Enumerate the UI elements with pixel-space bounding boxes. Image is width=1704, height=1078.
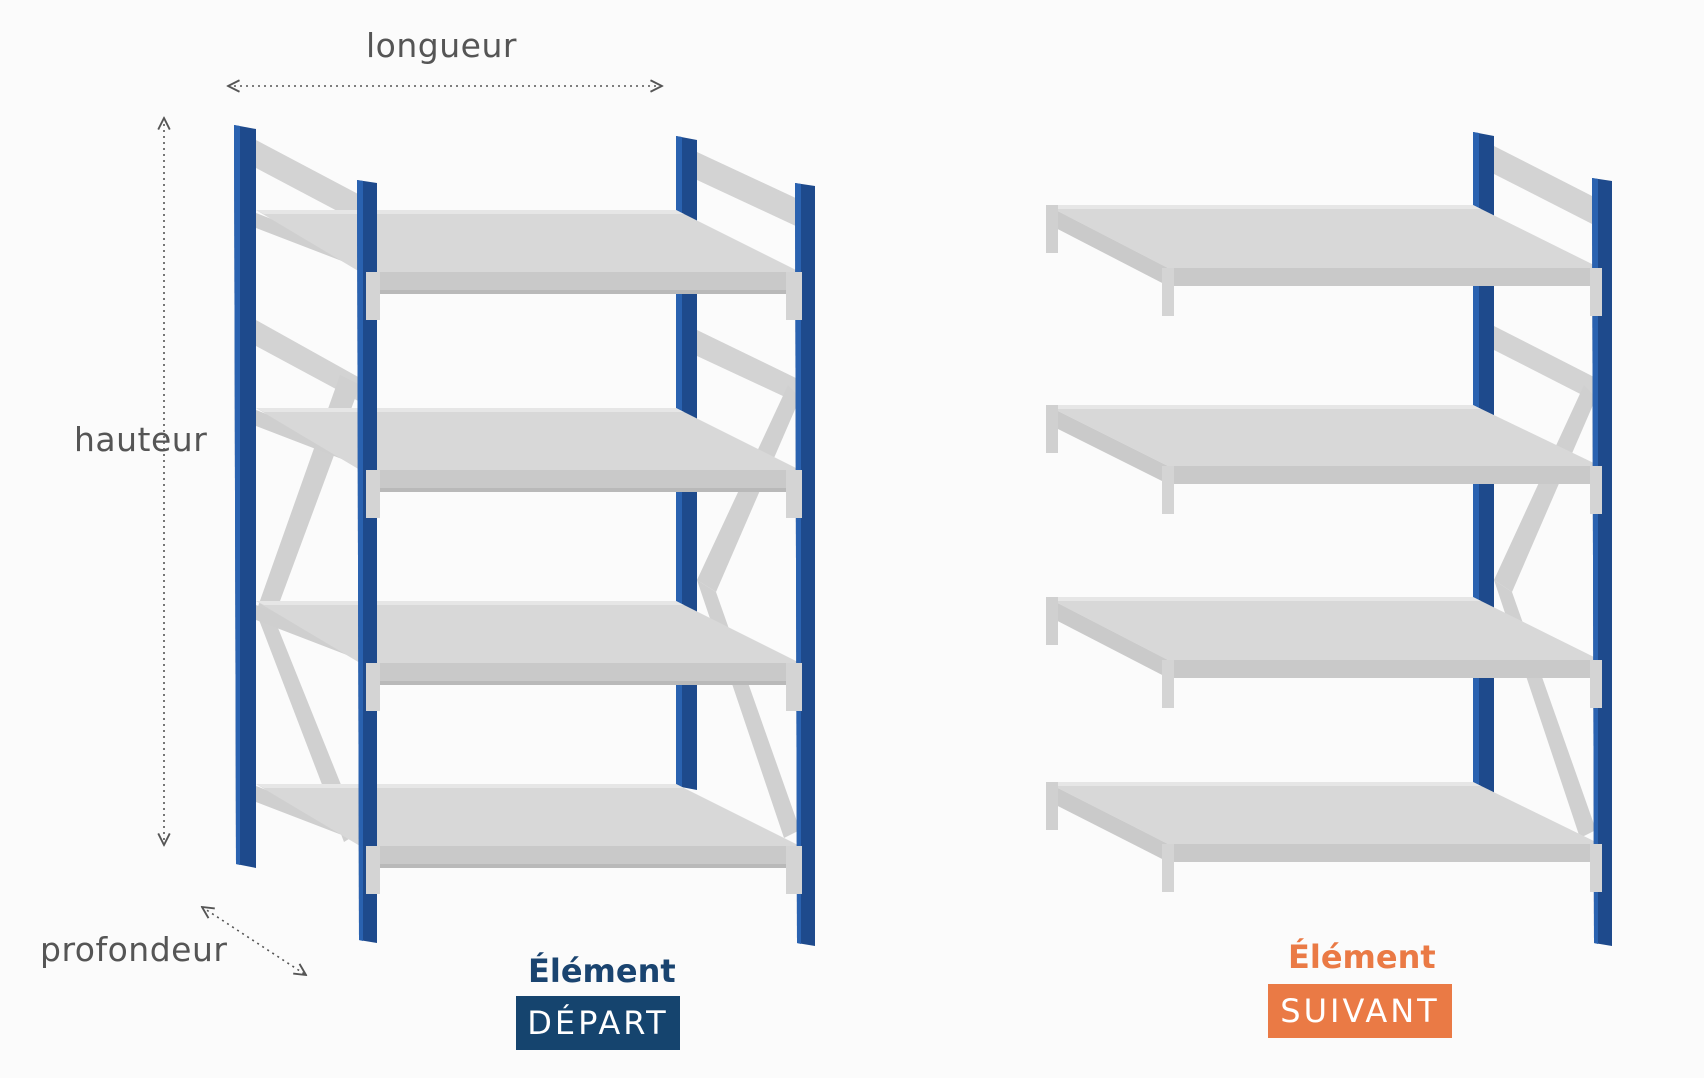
depth-label: profondeur — [40, 930, 228, 969]
next-element-title: Élément — [1288, 938, 1436, 976]
left-side-diagonal — [256, 608, 360, 842]
length-label: longueur — [366, 26, 517, 65]
start-element-title: Élément — [528, 952, 676, 990]
left-side-brace — [256, 320, 360, 402]
shelf — [1046, 597, 1602, 708]
right-side-brace — [697, 330, 800, 404]
shelf — [1046, 782, 1602, 892]
next-shelving-unit — [1046, 132, 1612, 946]
shelf — [256, 210, 800, 320]
right-side-brace — [1494, 146, 1596, 226]
right-side-diagonal — [1494, 385, 1596, 592]
height-label: hauteur — [74, 420, 208, 459]
shelf — [1046, 405, 1602, 514]
start-element-badge: DÉPART — [516, 996, 680, 1050]
shelf — [1046, 205, 1602, 316]
left-side-brace — [256, 140, 360, 223]
next-element-badge: SUIVANT — [1268, 984, 1452, 1038]
shelf — [256, 408, 800, 518]
right-side-brace — [1494, 326, 1596, 402]
shelf — [256, 784, 800, 894]
right-side-diagonal — [697, 580, 800, 838]
depth-dimension-arrow — [202, 907, 306, 975]
start-shelving-unit — [234, 125, 815, 946]
right-side-brace — [697, 152, 800, 228]
